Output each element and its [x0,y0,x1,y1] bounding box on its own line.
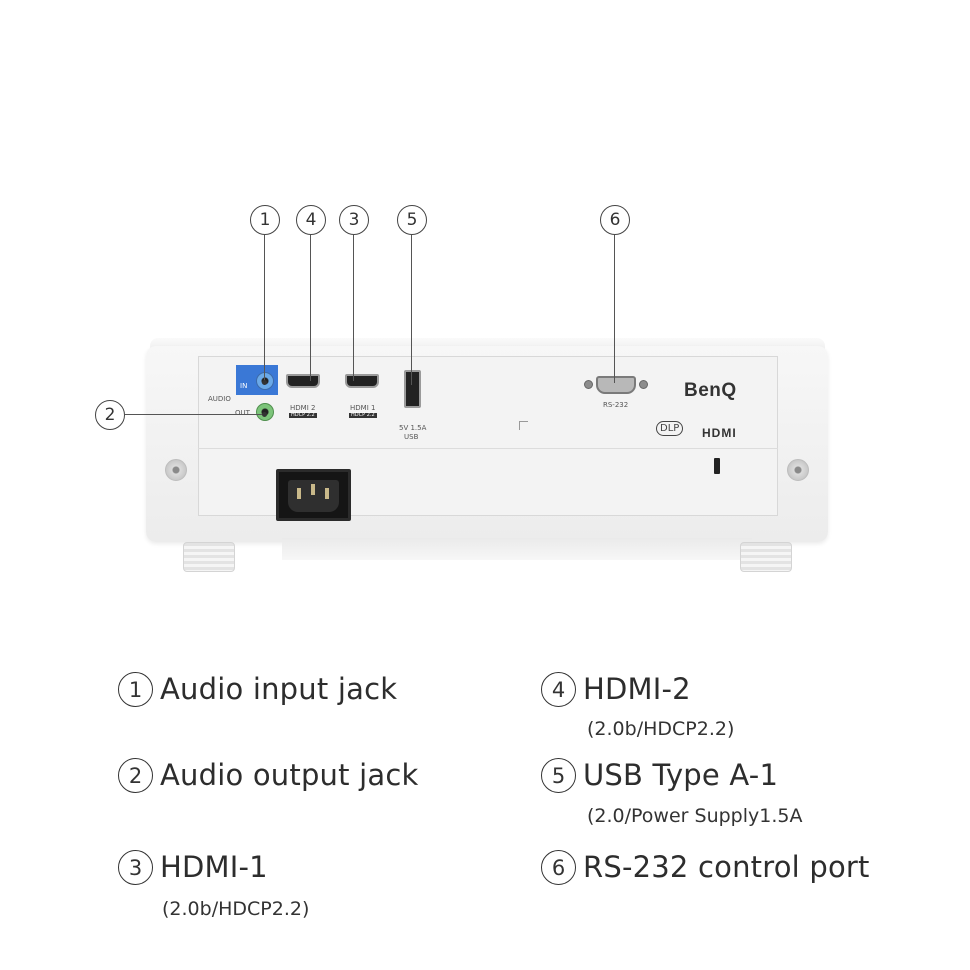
right-foot [740,542,792,572]
hdmi-2-hdcp-label: HDCP 2.2 [289,412,317,418]
legend-number-2: 2 [118,758,153,793]
legend-item-audio-output: 2 Audio output jack [118,758,418,793]
legend-sub-5: (2.0/Power Supply1.5A [587,805,803,827]
hdmi-1-hdcp-label: HDCP 2.2 [349,412,377,418]
brand-logo: BenQ [684,380,737,401]
usb-port[interactable] [404,370,421,408]
callout-3-line [353,235,355,381]
callout-2-dot [262,412,267,417]
legend-title-1: Audio input jack [160,672,398,706]
left-screw-icon [165,459,187,481]
legend-item-audio-input: 1 Audio input jack [118,672,397,707]
usb-label: USB [404,433,419,441]
hdmi-1-port[interactable] [345,374,379,388]
power-pin-right [325,488,329,499]
legend-title-4: HDMI-2 [583,672,691,706]
legend-title-5: USB Type A-1 [583,758,779,792]
legend-item-hdmi-1: 3 HDMI-1 [118,850,268,885]
legend-number-4: 4 [541,672,576,707]
audio-out-label: OUT [235,409,250,417]
callout-4: 4 [296,205,326,235]
audio-group-label: AUDIO [208,395,231,403]
rs232-right-screw [639,380,648,389]
power-pin-left [297,488,301,499]
legend-number-1: 1 [118,672,153,707]
legend-number-5: 5 [541,758,576,793]
callout-5: 5 [397,205,427,235]
hdmi-logo: HDMI [702,426,737,440]
audio-in-label: IN [240,382,248,390]
legend-sub-4: (2.0b/HDCP2.2) [587,718,735,740]
callout-3: 3 [339,205,369,235]
legend-item-hdmi-2: 4 HDMI-2 [541,672,691,707]
callout-1-dot [262,380,267,385]
hdmi-2-port[interactable] [286,374,320,388]
callout-6-line [614,235,616,383]
power-pin-middle [311,484,315,495]
left-foot [183,542,235,572]
callout-2-line [125,414,265,416]
kensington-lock-icon [714,458,720,474]
legend-item-usb: 5 USB Type A-1 [541,758,778,793]
legend-title-6: RS-232 control port [583,850,870,884]
legend-number-3: 3 [118,850,153,885]
callout-2: 2 [95,400,125,430]
rs232-port[interactable] [596,376,636,394]
panel-divider [198,448,778,449]
callout-1: 1 [250,205,280,235]
legend-item-rs232: 6 RS-232 control port [541,850,870,885]
callout-4-line [310,235,312,381]
callout-1-line [264,235,266,383]
legend-sub-3: (2.0b/HDCP2.2) [162,898,310,920]
rs232-label: RS-232 [603,401,629,409]
usb-power-label: 5V 1.5A [399,424,427,432]
legend-title-2: Audio output jack [160,758,419,792]
rs232-left-screw [584,380,593,389]
legend-title-3: HDMI-1 [160,850,268,884]
hdmi-1-label: HDMI 1 [350,404,376,412]
dlp-logo: DLP [656,421,684,436]
legend-number-6: 6 [541,850,576,885]
hdmi-2-label: HDMI 2 [290,404,316,412]
callout-6: 6 [600,205,630,235]
callout-5-line [411,235,413,385]
panel-corner-mark [519,421,528,430]
projector-underside [282,538,752,560]
right-screw-icon [787,459,809,481]
